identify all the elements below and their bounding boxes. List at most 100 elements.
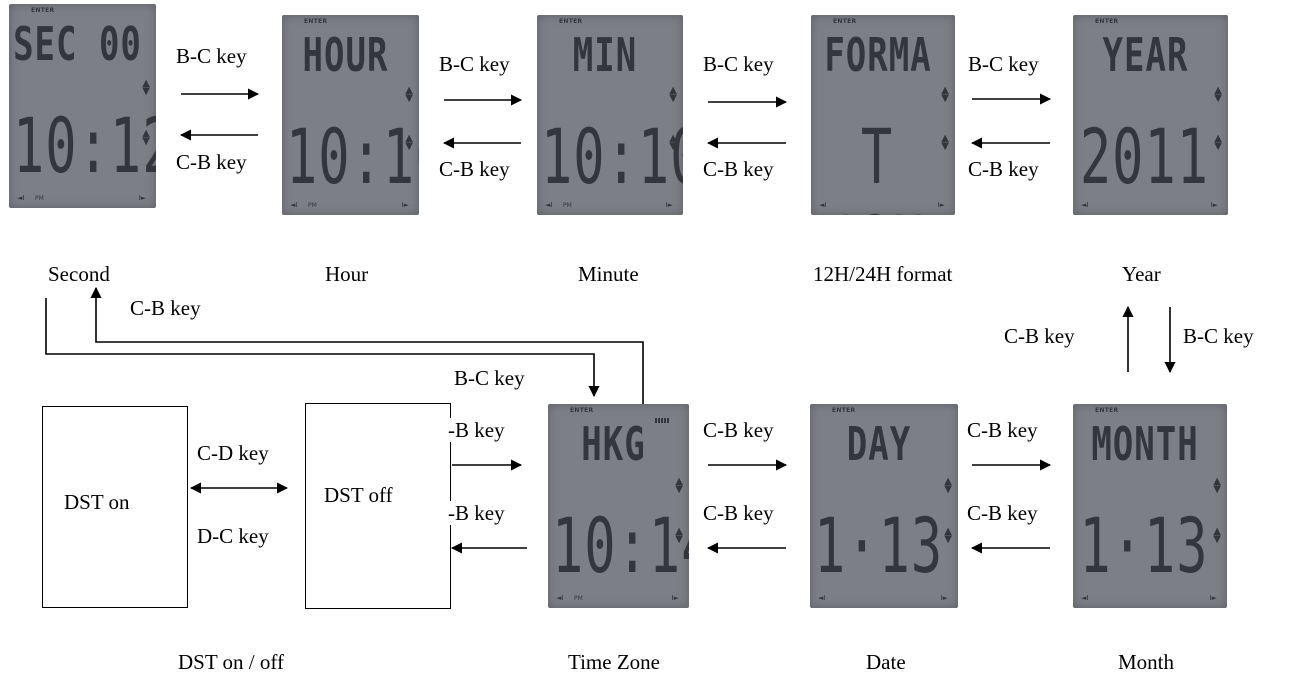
pm-indicator: PM [35,195,44,202]
enter-label: ENTER [833,18,857,25]
updown-icon: ▲▼ [675,476,683,495]
caption-month: Month [1118,650,1175,674]
lcd-top-text: MIN [572,29,638,83]
key-label-cb: C-B key [703,157,774,181]
updown-icon: ▲▼ [944,526,952,545]
caption-second: Second [48,262,110,286]
dst-off-label: DST off [324,483,393,507]
nav-right-icon: I► [937,201,945,209]
lcd-bottom-text: 10:10 [286,115,419,202]
key-label-cb: C-B key [967,418,1038,442]
key-label-cb: C-B key [176,150,247,174]
caption-format: 12H/24H format [813,262,953,286]
nav-right-icon: I► [665,201,673,209]
enter-label: ENTER [832,407,856,414]
lcd-screen-month: ENTER MONTH ▲▼ ▲▼ 1·13 ◄I I► [1073,404,1227,608]
lcd-screen-minute: ENTER MIN ▲▼ ▲▼ 10:10 ◄I PM I► [537,15,683,215]
nav-left-icon: ◄I [17,194,25,202]
lcd-bottom-text: 1·13 [1079,504,1209,591]
nav-right-icon: I► [940,594,948,602]
lcd-top-text: HOUR [302,29,389,83]
caption-hour: Hour [325,262,369,286]
loop-timezone-to-second [90,286,644,404]
updown-icon: ▲▼ [669,85,677,104]
caption-date: Date [866,650,906,674]
pm-indicator: PM [563,202,572,209]
updown-icon: ▲▼ [941,133,949,152]
enter-label: ENTER [570,407,594,414]
updown-icon: ▲▼ [142,78,150,97]
key-label-cb: C-B key [967,501,1038,525]
key-label-bc-loop: B-C key [454,366,525,390]
nav-left-icon: ◄I [1081,594,1089,602]
nav-right-icon: I► [1210,201,1218,209]
nav-left-icon: ◄I [819,201,827,209]
updown-icon: ▲▼ [405,133,413,152]
key-label-bc: B-C key [703,52,774,76]
updown-icon: ▲▼ [142,128,150,147]
lcd-screen-timezone: ENTER HKG ▲▼ ▲▼ 10:14 ◄I PM I► [548,404,689,608]
caption-dst: DST on / off [178,650,284,674]
updown-icon: ▲▼ [1214,133,1222,152]
lcd-top-text: MONTH [1091,418,1199,472]
lcd-screen-format: ENTER FORMA ▲▼ ▲▼ T 12H ◄I I► [811,15,955,215]
key-label-cd: C-D key [197,441,269,465]
lcd-screen-second: ENTER SEC 00 ▲▼ ▲▼ 10:12 ◄I PM I► [9,4,156,208]
nav-right-icon: I► [138,194,146,202]
caption-minute: Minute [578,262,639,286]
updown-icon: ▲▼ [405,85,413,104]
nav-left-icon: ◄I [290,201,298,209]
pm-indicator: PM [574,595,583,602]
enter-label: ENTER [559,18,583,25]
lcd-top-text: DAY [846,418,912,472]
lcd-screen-year: ENTER YEAR ▲▼ ▲▼ 2011 ◄I I► [1073,15,1228,215]
nav-right-icon: I► [401,201,409,209]
enter-label: ENTER [1095,407,1119,414]
updown-icon: ▲▼ [669,133,677,152]
nav-left-icon: ◄I [1081,201,1089,209]
enter-label: ENTER [1095,18,1119,25]
dst-on-label: DST on [64,490,130,514]
lcd-top-text: FORMA [824,29,932,83]
updown-icon: ▲▼ [944,476,952,495]
updown-icon: ▲▼ [675,526,683,545]
nav-right-icon: I► [671,594,679,602]
key-label-cb: C-B key [968,157,1039,181]
key-label-cb: C-B key [703,501,774,525]
key-label-bc: B-C key [176,44,247,68]
lcd-screen-hour: ENTER HOUR ▲▼ ▲▼ 10:10 ◄I PM I► [282,15,419,215]
key-label-cb: C-B key [703,418,774,442]
lcd-bottom-text: 1·13 [814,504,944,591]
updown-icon: ▲▼ [941,85,949,104]
nav-left-icon: ◄I [545,201,553,209]
lcd-screen-date: ENTER DAY ▲▼ ▲▼ 1·13 ◄I I► [810,404,958,608]
key-label-bc: B-C key [439,52,510,76]
lcd-bottom-text: 10:10 [541,115,683,202]
updown-icon: ▲▼ [1214,85,1222,104]
lcd-top-text: HKG [581,418,646,472]
pm-indicator: PM [308,202,317,209]
updown-icon: ▲▼ [1213,526,1221,545]
key-label-bc: B-C key [968,52,1039,76]
nav-left-icon: ◄I [818,594,826,602]
lcd-bottom-text: 10:14 [552,504,689,591]
key-label-cb-clipped: -B key [448,418,505,442]
dst-off-box: DST off [305,403,451,609]
signal-bars-icon [655,418,669,423]
loop-second-to-timezone [45,298,600,398]
lcd-bottom-text: 10:12 [13,104,156,191]
lcd-bottom-text: 2011 [1079,115,1210,202]
enter-label: ENTER [304,18,328,25]
nav-right-icon: I► [1209,594,1217,602]
key-label-cb-vertical: C-B key [1004,324,1075,348]
lcd-top-text: YEAR [1102,29,1189,83]
caption-year: Year [1122,262,1161,286]
nav-left-icon: ◄I [556,594,564,602]
caption-timezone: Time Zone [568,650,660,674]
key-label-cb: C-B key [439,157,510,181]
lcd-bottom-text: T 12H [829,115,925,215]
key-label-cb-loop: C-B key [130,296,201,320]
lcd-top-text: SEC 00 [13,18,142,72]
enter-label: ENTER [31,7,55,14]
key-label-bc-vertical: B-C key [1183,324,1254,348]
